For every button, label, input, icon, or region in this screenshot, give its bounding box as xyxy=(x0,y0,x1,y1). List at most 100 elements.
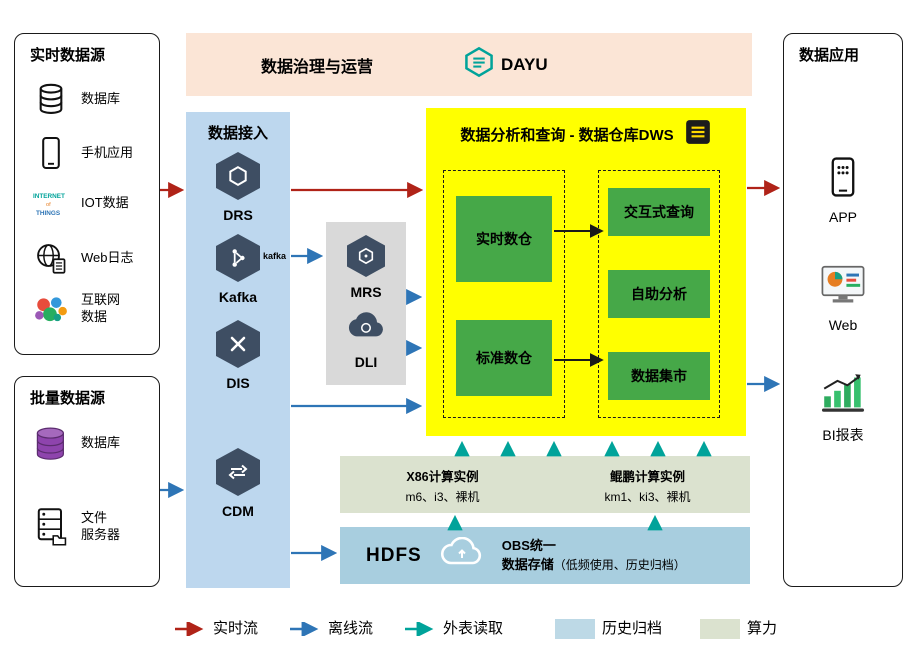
obs-title-line2: 数据存储 xyxy=(501,556,554,572)
kunpeng-compute-detail: km1、ki3、裸机 xyxy=(604,490,691,504)
bi-chart-icon xyxy=(818,372,868,419)
dli-cloud-icon xyxy=(343,310,389,347)
realtime-warehouse-box: 实时数仓 xyxy=(456,196,552,282)
obs-title-line1: OBS统一 xyxy=(501,538,556,554)
self-service-analysis-box: 自助分析 xyxy=(608,270,710,318)
obs-text: OBS统一 数据存储（低频使用、历史归档） xyxy=(502,537,686,573)
mrs-icon xyxy=(347,235,385,277)
app-label: APP xyxy=(828,209,857,225)
phone-icon xyxy=(29,136,73,170)
dws-doc-icon xyxy=(684,118,712,150)
dayu-icon xyxy=(464,46,494,83)
x86-compute-detail: m6、i3、裸机 xyxy=(405,490,480,504)
internet-bubbles-icon xyxy=(29,294,73,324)
cdm-icon xyxy=(216,448,260,496)
source-item-iot: INTERNET of THINGS IOT数据 xyxy=(29,189,155,217)
batch-sources-title: 批量数据源 xyxy=(30,390,106,407)
kafka-icon xyxy=(216,234,260,282)
app-label: BI报表 xyxy=(822,427,864,443)
source-label: Web日志 xyxy=(81,249,134,265)
realtime-flow-legend-arrow xyxy=(173,620,209,641)
source-item-database: 数据库 xyxy=(29,82,155,116)
source-label: 手机应用 xyxy=(81,144,134,160)
x86-compute-title: X86计算实例 xyxy=(406,470,479,484)
batch-sources-panel: 批量数据源 数据库 xyxy=(14,376,160,587)
obs-note: （低频使用、历史归档） xyxy=(553,557,686,572)
source-label: IOT数据 xyxy=(81,194,129,210)
analysis-group-frame xyxy=(598,170,720,418)
warehouse-group-frame xyxy=(443,170,565,418)
middleware-panel: MRS DLI xyxy=(326,222,406,385)
app-item-web: Web xyxy=(784,264,902,333)
dws-title: 数据分析和查询 - 数据仓库DWS xyxy=(460,126,674,144)
source-item-mobile-app: 手机应用 xyxy=(29,136,155,170)
service-label: Kafka xyxy=(218,289,258,305)
hdfs-label: HDFS xyxy=(366,544,422,566)
purple-database-icon xyxy=(29,422,73,464)
applications-title: 数据应用 xyxy=(799,47,860,64)
kunpeng-compute: 鲲鹏计算实例 km1、ki3、裸机 xyxy=(545,456,750,513)
governance-banner: 数据治理与运营 DAYU xyxy=(186,33,752,96)
x86-compute: X86计算实例 m6、i3、裸机 xyxy=(340,456,545,513)
iot-icon: INTERNET of THINGS xyxy=(29,189,73,217)
service-dis: DIS xyxy=(186,320,290,391)
dis-icon xyxy=(216,320,260,368)
dws-title-row: 数据分析和查询 - 数据仓库DWS xyxy=(426,108,746,150)
app-label: Web xyxy=(828,317,858,333)
dayu-logo-text: DAYU xyxy=(501,54,548,74)
service-dli: DLI xyxy=(326,310,406,370)
legend-archive-label: 历史归档 xyxy=(602,620,663,637)
svg-text:of: of xyxy=(46,202,51,208)
app-item-bi-report: BI报表 xyxy=(784,372,902,445)
source-item-batch-database: 数据库 xyxy=(29,422,155,464)
svg-text:INTERNET: INTERNET xyxy=(33,193,65,200)
applications-panel: 数据应用 APP xyxy=(783,33,903,587)
storage-panel: HDFS OBS统一 数据存储（低频使用、历史归档） xyxy=(340,527,750,584)
dws-panel: 数据分析和查询 - 数据仓库DWS 实时数仓 标准数仓 交互式查询 自助分析 数… xyxy=(426,108,746,436)
source-label: 数据库 xyxy=(81,434,121,450)
archive-swatch xyxy=(555,619,595,639)
globe-document-icon xyxy=(29,242,73,274)
source-item-web-log: Web日志 xyxy=(29,242,155,274)
realtime-sources-title: 实时数据源 xyxy=(30,47,106,64)
legend: 实时流 离线流 外表读取 历史归档 算力 xyxy=(0,614,914,651)
offline-flow-legend-arrow xyxy=(288,620,324,641)
web-monitor-icon xyxy=(819,264,867,311)
governance-title: 数据治理与运营 xyxy=(261,58,374,76)
ingest-title: 数据接入 xyxy=(207,125,268,142)
service-label: DRS xyxy=(223,207,253,223)
service-kafka: kafka Kafka xyxy=(186,234,290,305)
app-item-app: APP xyxy=(784,156,902,225)
kunpeng-compute-title: 鲲鹏计算实例 xyxy=(609,470,685,484)
service-label: DIS xyxy=(226,375,250,391)
source-label: 文件 服务器 xyxy=(81,510,121,542)
file-server-icon xyxy=(29,507,73,547)
service-label: CDM xyxy=(222,503,254,519)
compute-swatch xyxy=(700,619,740,639)
standard-warehouse-box: 标准数仓 xyxy=(456,320,552,396)
source-item-file-server: 文件 服务器 xyxy=(29,507,155,547)
database-icon xyxy=(29,82,73,116)
svg-text:THINGS: THINGS xyxy=(36,210,61,217)
compute-panel: X86计算实例 m6、i3、裸机 鲲鹏计算实例 km1、ki3、裸机 xyxy=(340,456,750,513)
interactive-query-box: 交互式查询 xyxy=(608,188,710,236)
drs-icon xyxy=(216,152,260,200)
source-label: 数据库 xyxy=(81,90,121,106)
dayu-logo: DAYU xyxy=(464,33,548,96)
external-read-legend-arrow xyxy=(403,620,439,641)
legend-external-label: 外表读取 xyxy=(443,620,504,637)
service-label: DLI xyxy=(354,354,378,370)
obs-cloud-icon xyxy=(438,536,486,574)
source-item-internet-data: 互联网 数据 xyxy=(29,292,155,326)
legend-compute-label: 算力 xyxy=(747,620,778,637)
service-cdm: CDM xyxy=(186,448,290,519)
app-phone-icon xyxy=(828,156,858,203)
legend-offline-label: 离线流 xyxy=(328,620,374,637)
realtime-sources-panel: 实时数据源 数据库 手机应用 xyxy=(14,33,160,355)
legend-realtime-label: 实时流 xyxy=(213,620,259,637)
service-label: MRS xyxy=(350,284,382,300)
kafka-wordmark: kafka xyxy=(263,251,287,261)
data-mart-box: 数据集市 xyxy=(608,352,710,400)
service-mrs: MRS xyxy=(326,235,406,300)
